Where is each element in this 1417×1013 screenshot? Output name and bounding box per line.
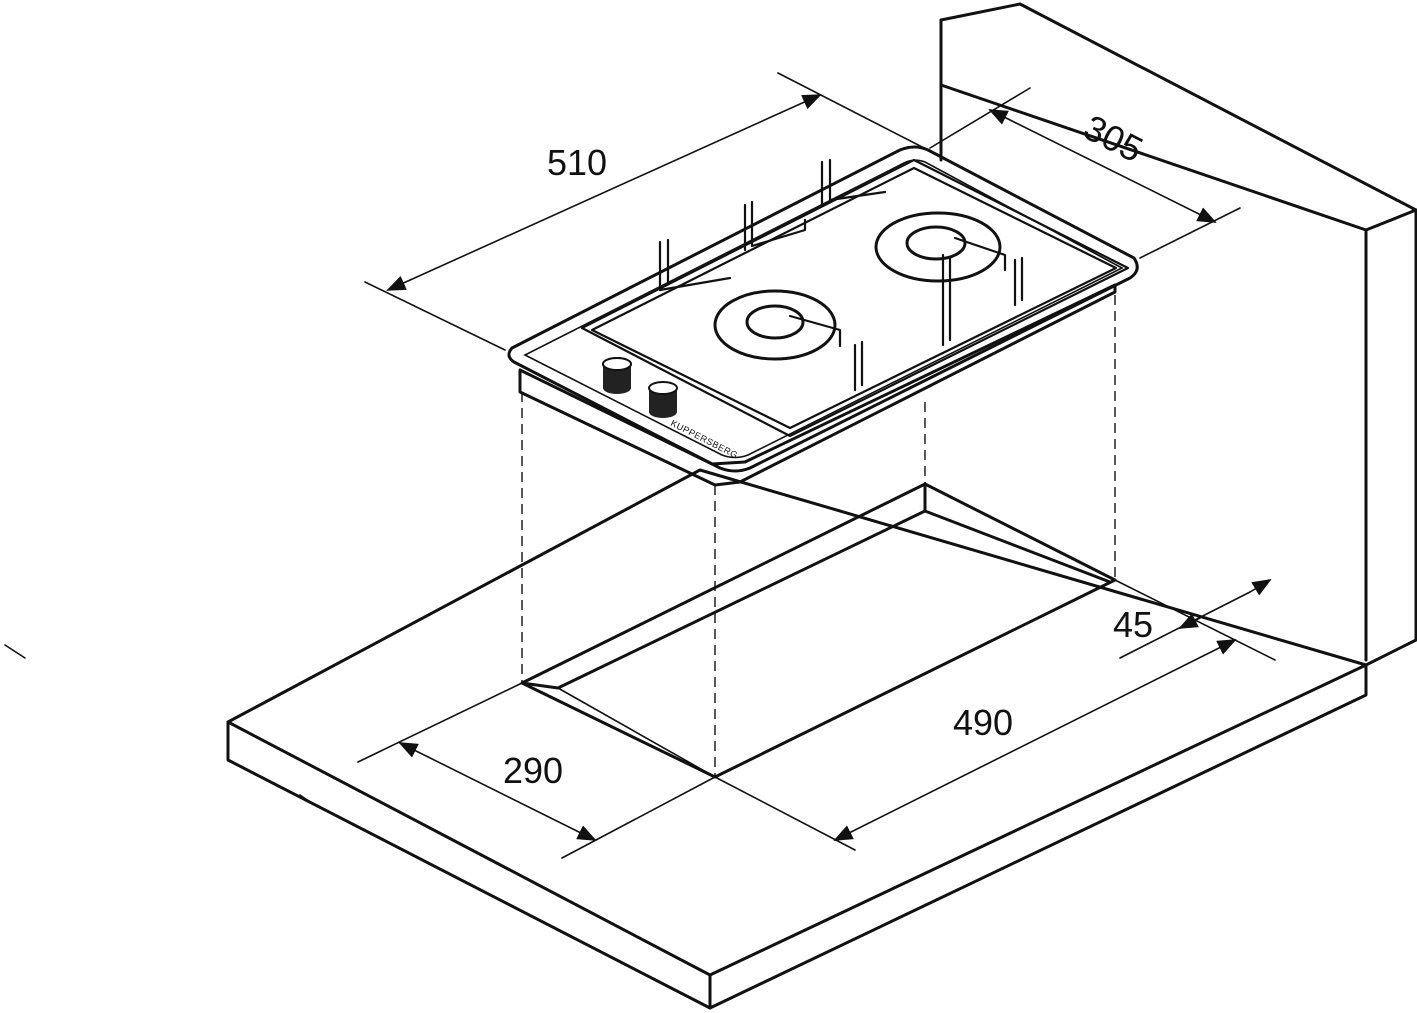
countertop (226, 468, 1368, 1010)
control-knob-2 (648, 381, 678, 418)
projection-lines (521, 295, 1116, 776)
dim-cutout-depth: 290 (503, 750, 563, 791)
brand-label: KUPPERSBERG (669, 418, 740, 461)
dim-hob-width: 510 (547, 142, 607, 183)
burner-front (713, 289, 842, 361)
cutout-opening (520, 482, 1117, 779)
stray-mark (4, 644, 26, 659)
dim-hob-depth: 305 (1077, 106, 1149, 170)
gas-hob: KUPPERSBERG (507, 145, 1139, 487)
burner-rear (874, 211, 1007, 283)
dimension-490: 490 (714, 639, 1237, 851)
dim-cutout-width: 490 (953, 702, 1013, 743)
dim-wall-clearance: 45 (1113, 604, 1153, 645)
back-wall (939, 2, 1417, 667)
dimension-510: 510 (364, 72, 929, 351)
dimension-45: 45 (1113, 579, 1276, 661)
control-knob-1 (602, 357, 632, 394)
dimension-290: 290 (357, 682, 716, 859)
